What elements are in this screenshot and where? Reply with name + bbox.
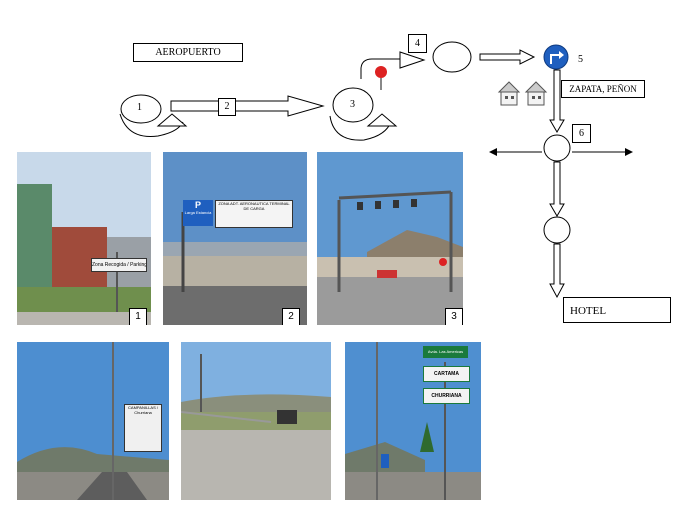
photo-3: 3 [317,152,463,325]
photo-6-sign-3: CHURRIANA [423,388,470,404]
hotel-label: HOTEL [563,297,671,323]
zapata-label: ZAPATA, PEÑON [561,80,645,98]
roundabout-3 [329,87,398,141]
photo-2-parking-letter: P [194,200,201,210]
outline-arrow-1-to-3 [170,95,325,117]
photo-6: Avda. Las Americas CARTAMA CHURRIANA [345,342,481,500]
photo-2: P Larga Estancia ZONA ADT. AERONAUTICA T… [163,152,307,325]
turn-sign-icon [543,44,569,70]
photo-1: Zona Recogida / Parking 1 [17,152,151,325]
photo-6-sign-2: CARTAMA [423,366,470,382]
roundabout-1 [119,94,188,138]
photo-6-sign-1: Avda. Las Americas [423,346,468,358]
roundabout-4 [432,41,472,73]
step-2-label: 2 [218,98,236,116]
route-down [489,69,633,299]
photo-2-parking-sub: Larga Estancia [184,210,212,215]
photo-4-sign: CAMPANILLAS / Churriana [124,404,162,452]
step-3-label: 3 [350,99,355,110]
stop-sign-icon [375,66,387,90]
step-1-label: 1 [137,102,142,113]
outline-arrow-4-to-5 [479,49,536,65]
photo-5 [181,342,331,500]
photo-1-number: 1 [129,308,147,325]
airport-label: AEROPUERTO [133,43,243,62]
step-4-label: 4 [408,34,427,53]
photo-3-number: 3 [445,308,463,325]
houses-icon [497,81,548,106]
curve-arrow-3-to-4 [360,58,402,79]
photo-2-main-sign: ZONA ADT. AERONAUTICA TERMINAL DE CARGA [215,200,293,228]
photo-4: CAMPANILLAS / Churriana [17,342,169,500]
step-5-label: 5 [578,54,583,65]
photo-2-number: 2 [282,308,300,325]
photo-1-sign: Zona Recogida / Parking [91,258,147,272]
step-6-label: 6 [572,124,591,143]
photo-2-parking-sign: P Larga Estancia [183,200,213,226]
